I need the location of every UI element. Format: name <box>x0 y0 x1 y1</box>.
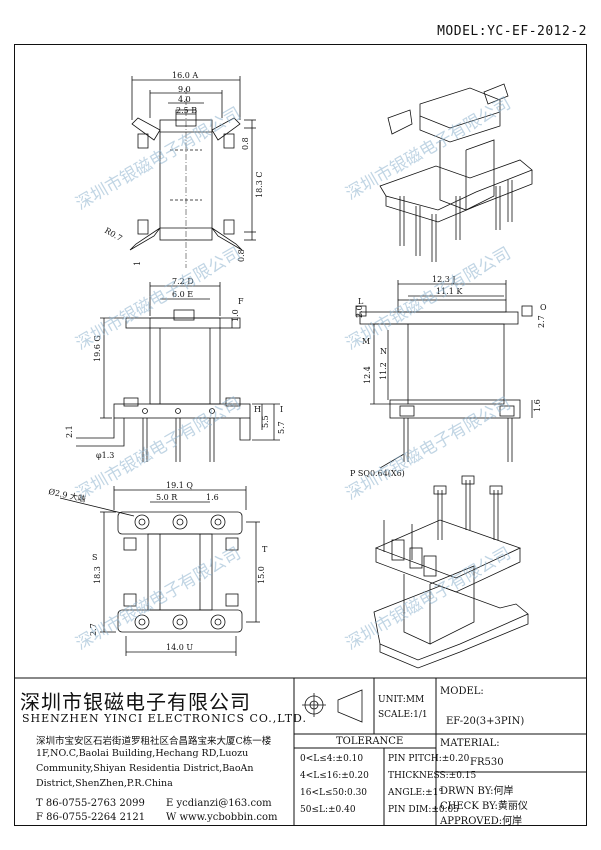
address-en-3: District,ShenZhen,P.R.China <box>36 778 173 789</box>
approved-by: APPROVED:何岸 <box>440 816 523 827</box>
company-name-cn: 深圳市银磁电子有限公司 <box>20 690 251 714</box>
dim-r16: 1.6 <box>206 493 219 502</box>
unit-label: UNIT:MM <box>378 695 425 705</box>
view-iso-bottom <box>373 475 529 669</box>
dim-f10: 1.0 <box>231 309 240 322</box>
company-name-en: SHENZHEN YINCI ELECTRONICS CO.,LTD. <box>22 712 307 725</box>
dim-t1: 1 <box>133 261 142 266</box>
tolerance-row-3: 16<L≤50:0.30 <box>300 788 368 798</box>
drawn-by: DRWN BY:何岸 <box>440 786 514 797</box>
watermark-3: 深圳市银磁电子有限公司 <box>73 244 245 355</box>
dim-s: S <box>92 553 97 562</box>
email: E ycdianzi@163.com <box>166 798 272 809</box>
dim-o: O <box>540 303 547 312</box>
angle: ANGLE:±1° <box>388 788 443 798</box>
dim-r: 5.0 R <box>156 493 178 502</box>
dim-b: 2.5 B <box>176 106 197 115</box>
drawing-sheet <box>14 44 587 826</box>
scale-label: SCALE:1/1 <box>378 710 428 720</box>
website: W www.ycbobbin.com <box>166 812 278 823</box>
dim-s183: 18.3 <box>93 566 102 584</box>
model-label: MODEL: <box>440 686 484 697</box>
dim-m124: 12.4 <box>363 366 372 384</box>
watermark-8: 深圳市银磁电子有限公司 <box>343 544 515 655</box>
view-side-middle <box>76 282 280 462</box>
model-value: EF-20(3+3PIN) <box>446 716 525 727</box>
dim-o27: 2.7 <box>537 315 546 328</box>
watermark-4: 深圳市银磁电子有限公司 <box>343 244 515 355</box>
projection-symbol <box>302 689 363 723</box>
dim-4: 4.0 <box>178 95 191 104</box>
watermark-2: 深圳市银磁电子有限公司 <box>343 94 515 205</box>
dim-u: 14.0 U <box>166 643 193 652</box>
dim-k: 11.1 K <box>436 287 463 296</box>
address-en-1: 1F,NO.C,Baolai Building,Hechang RD,Luozu <box>36 748 249 759</box>
dim-p: P SQ0.64(X6) <box>350 469 405 478</box>
dim-9: 9.0 <box>178 85 191 94</box>
material-label: MATERIAL: <box>440 738 500 749</box>
view-iso-top <box>379 83 533 262</box>
dim-g-letter: 19.6 G <box>93 335 102 362</box>
dim-t: T <box>262 545 268 554</box>
dim-n112: 11.2 <box>379 362 388 380</box>
dim-d: 7.2 D <box>172 277 194 286</box>
material-value: FR530 <box>470 757 504 768</box>
dim-e: 6.0 E <box>172 290 193 299</box>
watermark-group: 深圳市银磁电子有限公司 深圳市银磁电子有限公司 深圳市银磁电子有限公司 深圳市银… <box>73 94 515 655</box>
dim-a: 16.0 A <box>172 71 198 80</box>
check-by: CHECK BY:黄丽仪 <box>440 801 528 812</box>
address-cn: 深圳市宝安区石岩街道罗租社区合昌路宝来大厦C栋一楼 <box>36 736 272 747</box>
watermark-6: 深圳市银磁电子有限公司 <box>343 394 515 505</box>
dim-p16: 1.6 <box>533 399 542 412</box>
title-block-grid <box>14 677 587 826</box>
view-side-right <box>355 280 533 469</box>
fax: F 86-0755-2264 2121 <box>36 812 146 823</box>
dim-c: 18.3 C <box>255 172 264 198</box>
watermark-1: 深圳市银磁电子有限公司 <box>73 104 245 215</box>
dim-u27: 2.7 <box>89 623 98 636</box>
dim-q: 19.1 Q <box>166 481 193 490</box>
dim-l20: 2.0 <box>355 305 364 318</box>
watermark-7: 深圳市银磁电子有限公司 <box>73 544 245 655</box>
phone: T 86-0755-2763 2099 <box>36 798 145 809</box>
tolerance-row-2: 4<L≤16:±0.20 <box>300 771 369 781</box>
dim-r07: R0.7 <box>103 226 124 243</box>
view-front-top <box>129 76 256 268</box>
watermark-5: 深圳市银磁电子有限公司 <box>73 394 245 505</box>
dim-m: M <box>362 337 370 346</box>
dim-t21: 2.1 <box>65 425 74 438</box>
pin-pitch: PIN PITCH:±0.20 <box>388 754 470 764</box>
tolerance-row-1: 0<L≤4:±0.10 <box>300 754 364 764</box>
tolerance-title: TOLERANCE <box>336 736 404 747</box>
dim-h: H <box>254 405 261 414</box>
dim-c08b: 0.8 <box>237 249 246 262</box>
dim-i: I <box>280 405 283 414</box>
dim-j: 12.3 J <box>432 275 456 284</box>
dim-l: L <box>358 297 364 306</box>
dim-t150: 15.0 <box>257 566 266 584</box>
model-header: MODEL:YC-EF-2012-2 <box>437 24 587 39</box>
dim-i57: 5.7 <box>277 421 286 434</box>
view-plan-bottom <box>59 486 260 656</box>
dim-h55: 5.5 <box>261 415 270 428</box>
dim-c08a: 0.8 <box>241 137 250 150</box>
dim-f: F <box>238 297 244 306</box>
thickness: THICKNESS:±0.15 <box>388 771 477 781</box>
dim-p13: φ1.3 <box>96 451 114 460</box>
address-en-2: Community,Shiyan Residentia District,Bao… <box>36 763 254 774</box>
dim-n: N <box>380 347 387 356</box>
tolerance-row-4: 50≤L:±0.40 <box>300 805 356 815</box>
pin-dim: PIN DIM:±0.05 <box>388 805 459 815</box>
